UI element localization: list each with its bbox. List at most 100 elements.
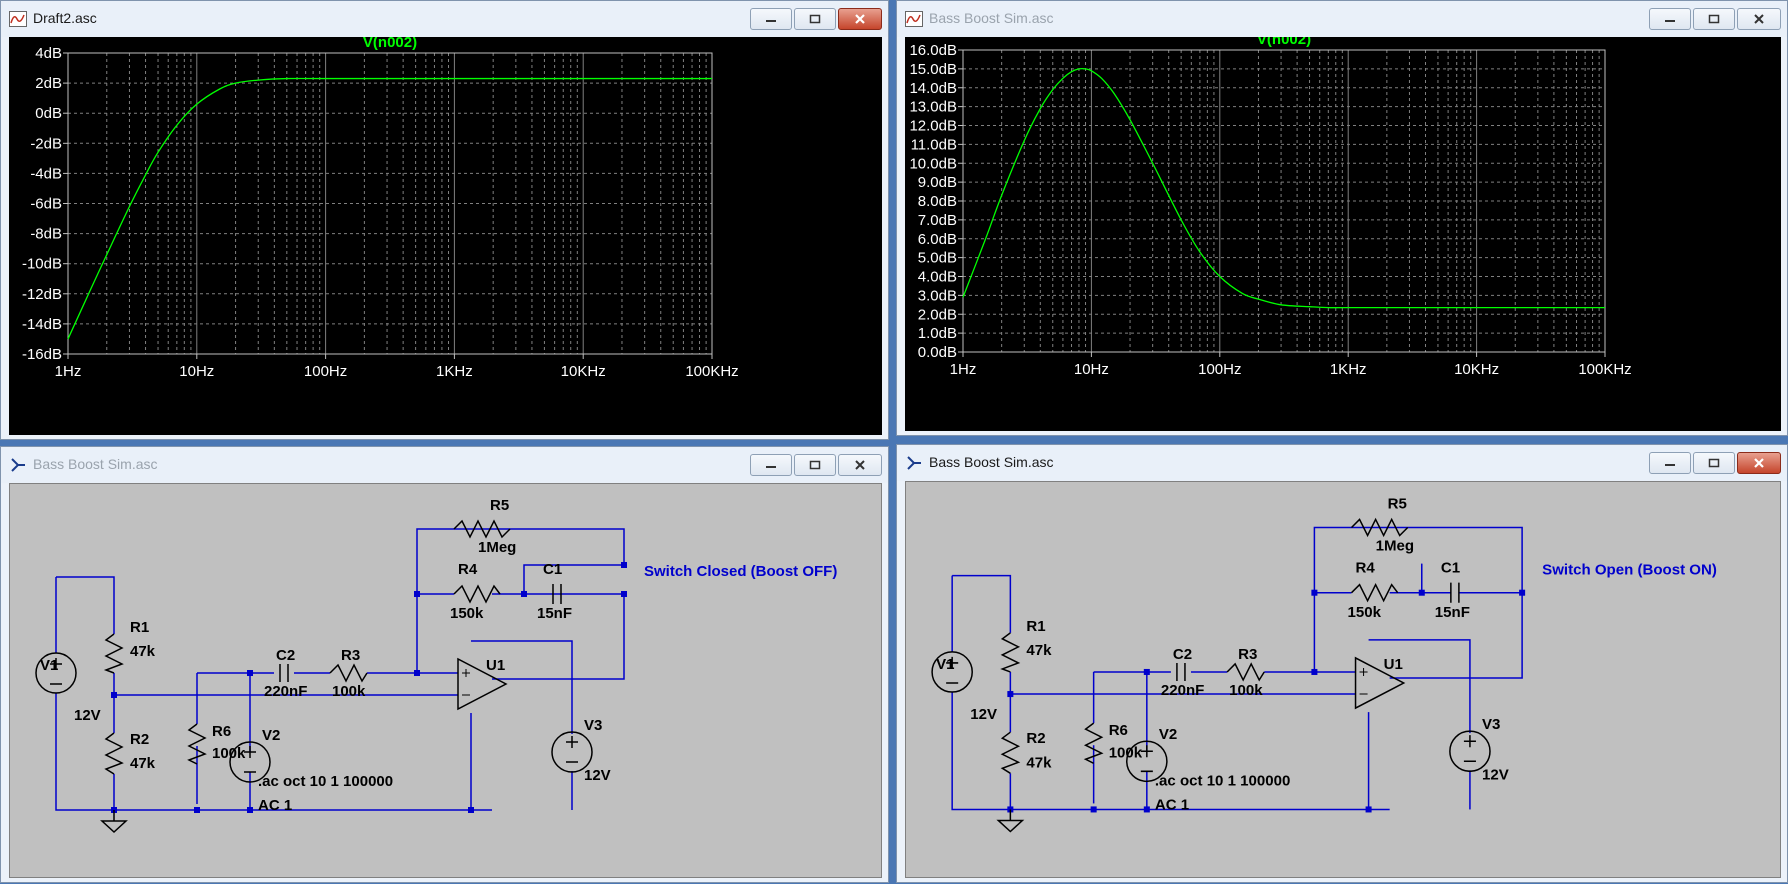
minimize-button[interactable]: [1649, 8, 1691, 30]
y-tick-label: 10.0dB: [909, 155, 957, 172]
component-labels: R5 1Meg R4 150k C1 15nF R1 47k R2 47k V1…: [40, 497, 611, 814]
trace-line: [962, 67, 1605, 309]
r2-value: 47k: [130, 755, 156, 772]
u1-symbol: [457, 657, 508, 711]
x-tick-label: 100KHz: [685, 363, 738, 380]
x-tick-label: 10Hz: [1074, 361, 1109, 378]
comment-note: Switch Closed (Boost OFF): [644, 563, 837, 580]
trace-label[interactable]: V(n002): [1257, 31, 1311, 48]
close-icon: [855, 460, 865, 470]
r2-value: 47k: [1026, 754, 1052, 771]
maximize-button[interactable]: [1693, 8, 1735, 30]
x-tick-label: 1KHz: [436, 363, 473, 380]
components: [35, 519, 593, 834]
maximize-button[interactable]: [1693, 452, 1735, 474]
v1-symbol: [931, 651, 973, 693]
r3-label: R3: [1238, 646, 1257, 663]
minimize-button[interactable]: [1649, 452, 1691, 474]
x-tick-label: 100KHz: [1578, 361, 1631, 378]
r6-symbol: [187, 723, 207, 765]
r4-label: R4: [458, 561, 478, 578]
close-button[interactable]: [838, 8, 882, 30]
minimize-button[interactable]: [750, 8, 792, 30]
window-title: Bass Boost Sim.asc: [33, 456, 158, 472]
y-tick-label: 4dB: [35, 45, 62, 62]
r4-symbol: [453, 584, 501, 604]
u1-label: U1: [486, 657, 505, 674]
close-button[interactable]: [1737, 8, 1781, 30]
r2-symbol: [104, 732, 124, 775]
y-tick-label: 2dB: [35, 75, 62, 92]
trace-label[interactable]: V(n002): [363, 34, 417, 51]
schematic-drawing[interactable]: R5 1Meg R4 150k C1 15nF R1 47k R2 47k V1…: [10, 484, 883, 879]
r4-symbol: [1350, 582, 1399, 603]
r2-symbol: [1000, 731, 1021, 774]
y-tick-label: 8.0dB: [918, 193, 957, 210]
v1-symbol: [35, 652, 77, 694]
y-tick-label: 6.0dB: [918, 231, 957, 248]
x-tick-label: 1KHz: [1330, 361, 1367, 378]
r1-value: 47k: [130, 643, 156, 660]
minimize-button[interactable]: [750, 454, 792, 476]
maximize-button[interactable]: [794, 454, 836, 476]
y-tick-label: 1.0dB: [918, 325, 957, 342]
title-bar[interactable]: Bass Boost Sim.asc: [897, 1, 1787, 37]
ac-directive: .ac oct 10 1 100000: [1155, 772, 1291, 789]
title-bar[interactable]: Bass Boost Sim.asc: [897, 445, 1787, 481]
schematic-window-right[interactable]: Bass Boost Sim.asc: [896, 444, 1788, 883]
c1-symbol: [552, 584, 562, 604]
schematic-canvas[interactable]: R5 1Meg R4 150k C1 15nF R1 47k R2 47k V1…: [9, 483, 882, 878]
y-tick-label: 9.0dB: [918, 174, 957, 191]
x-tick-label: 10KHz: [1454, 361, 1499, 378]
c1-label: C1: [1441, 560, 1460, 577]
plot-frame: [962, 49, 1606, 353]
r5-value: 1Meg: [478, 539, 516, 556]
close-icon: [1754, 14, 1764, 24]
r2-label: R2: [130, 731, 149, 748]
schematic-icon: [11, 458, 25, 472]
c1-label: C1: [543, 561, 562, 578]
window-title: Bass Boost Sim.asc: [929, 454, 1054, 470]
close-button[interactable]: [838, 454, 882, 476]
v1-label: V1: [936, 656, 954, 673]
title-bar[interactable]: Draft2.asc: [1, 1, 888, 37]
x-tick-label: 100Hz: [304, 363, 347, 380]
components: [931, 517, 1491, 833]
v3-value: 12V: [1482, 766, 1509, 783]
r5-symbol: [1350, 517, 1409, 538]
ground-symbol: [996, 819, 1025, 833]
maximize-button[interactable]: [794, 8, 836, 30]
c1-value: 15nF: [1435, 604, 1470, 621]
schematic-window-left[interactable]: Bass Boost Sim.asc: [0, 446, 889, 883]
minimize-icon: [1665, 464, 1675, 466]
r1-label: R1: [130, 619, 149, 636]
v2-label: V2: [262, 727, 280, 744]
r1-symbol: [103, 633, 124, 674]
c1-value: 15nF: [537, 605, 572, 622]
schematic-icon: [907, 456, 921, 470]
ac-source-value: AC 1: [1155, 796, 1189, 813]
minimize-icon: [766, 20, 776, 22]
r3-value: 100k: [1229, 682, 1263, 699]
c2-label: C2: [276, 647, 295, 664]
schematic-canvas[interactable]: R5 1Meg R4 150k C1 15nF R1 47k R2 47k V1…: [905, 481, 1781, 878]
plot-frame: [67, 52, 713, 355]
c1-symbol: [1450, 582, 1460, 603]
v2-symbol: [229, 741, 271, 783]
r1-label: R1: [1026, 618, 1045, 635]
y-tick-label: -10dB: [22, 256, 62, 273]
schematic-drawing[interactable]: R5 1Meg R4 150k C1 15nF R1 47k R2 47k V1…: [906, 482, 1782, 879]
waveform-icon: [905, 11, 923, 27]
close-button[interactable]: [1737, 452, 1781, 474]
r4-value: 150k: [450, 605, 484, 622]
r6-value: 100k: [1109, 744, 1143, 761]
title-bar[interactable]: Bass Boost Sim.asc: [1, 447, 888, 483]
r4-label: R4: [1356, 560, 1376, 577]
y-tick-label: 3.0dB: [918, 287, 957, 304]
r2-label: R2: [1026, 730, 1045, 747]
close-icon: [1754, 458, 1764, 468]
